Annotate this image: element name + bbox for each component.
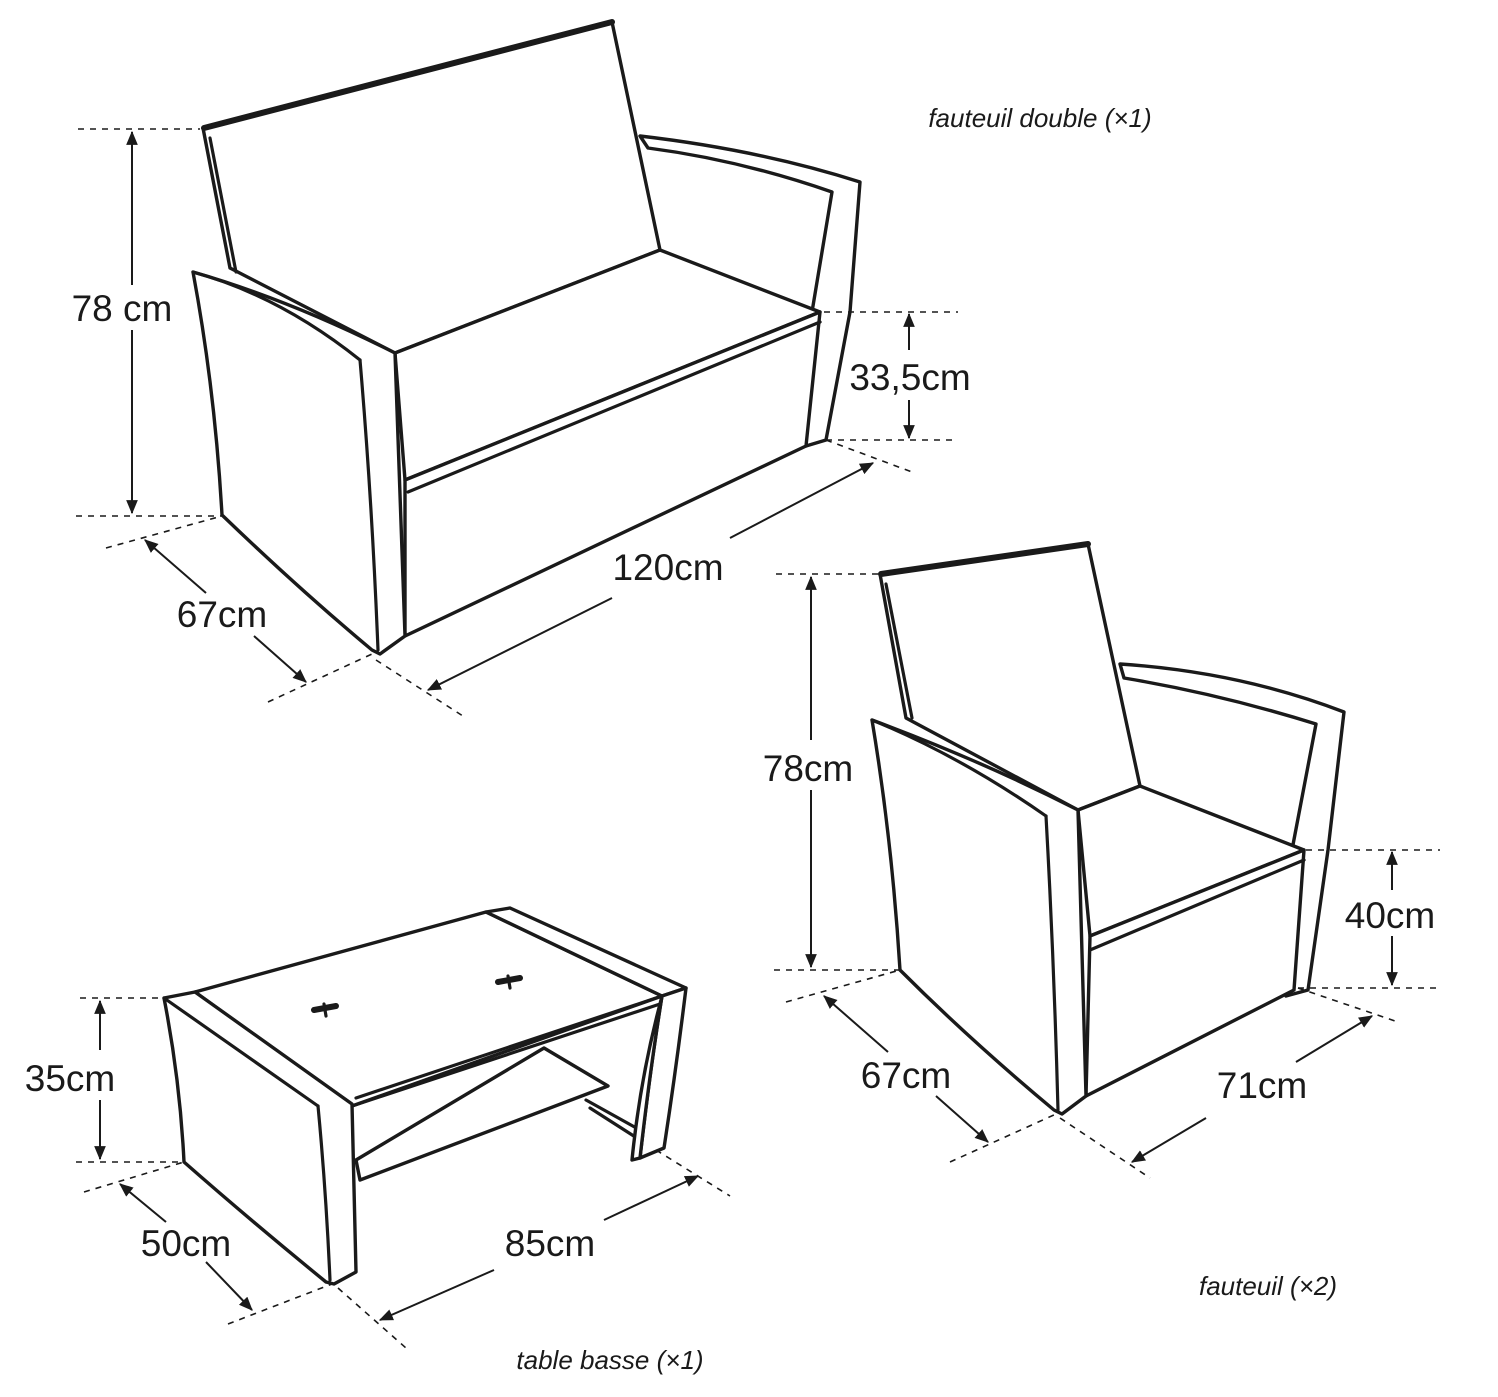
coffee-table-depth-label: 50cm: [141, 1223, 231, 1264]
armchair-caption: fauteuil (×2): [1199, 1271, 1337, 1301]
armchair-arrows: [805, 575, 1398, 1163]
armchair-height-label: 78cm: [763, 748, 853, 789]
coffee-table-drawing: [162, 906, 688, 1286]
armchair-seat-height-label: 40cm: [1345, 895, 1435, 936]
loveseat-guides: [76, 128, 958, 719]
armchair-guides: [774, 573, 1440, 1179]
coffee-table-caption: table basse (×1): [516, 1345, 703, 1375]
loveseat-height-label: 78 cm: [72, 288, 173, 329]
armchair-width-label: 71cm: [1217, 1065, 1307, 1106]
loveseat-seat-height-label: 33,5cm: [849, 357, 970, 398]
coffee-table-width-label: 85cm: [505, 1223, 595, 1264]
loveseat-arrows: [126, 130, 915, 691]
loveseat-width-label: 120cm: [612, 547, 723, 588]
armchair-depth-label: 67cm: [861, 1055, 951, 1096]
loveseat-depth-label: 67cm: [177, 594, 267, 635]
loveseat-caption: fauteuil double (×1): [928, 103, 1151, 133]
armchair-drawing: [870, 541, 1346, 1116]
coffee-table-arrows: [94, 999, 700, 1321]
coffee-table-height-label: 35cm: [25, 1058, 115, 1099]
coffee-table-guides: [76, 997, 731, 1349]
loveseat-drawing: [191, 19, 862, 656]
